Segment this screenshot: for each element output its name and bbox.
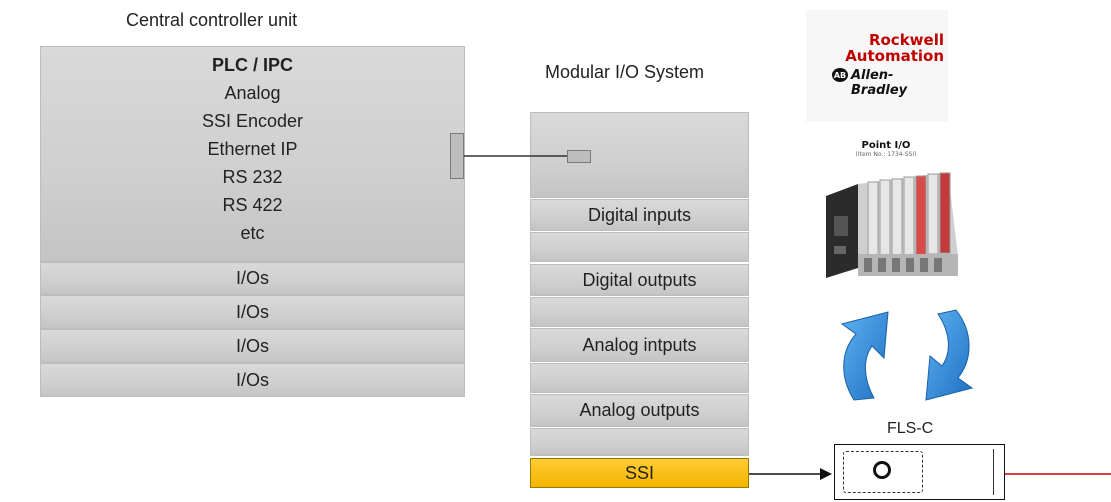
allen-bradley-badge: AB [832,68,848,82]
module-spacer-1 [530,232,749,262]
plc-feature-ethernet-ip: Ethernet IP [207,139,298,159]
module-label: Digital outputs [582,269,697,290]
module-spacer-4 [530,428,749,456]
plc-ipc-box: PLC / IPC Analog SSI Encoder Ethernet IP… [40,46,465,262]
io-row-3: I/Os [40,329,465,363]
plc-feature-etc: etc [240,223,265,243]
plc-feature-rs232: RS 232 [222,167,283,187]
io-head-module [530,112,749,198]
refresh-arrows-icon [840,309,974,401]
io-row-4: I/Os [40,363,465,397]
allen-bradley-text: Allen-Bradley [851,68,908,98]
plc-feature-analog: Analog [224,83,281,103]
module-digital-outputs: Digital outputs [530,264,749,296]
module-label: SSI [624,462,654,483]
plc-title: PLC / IPC [211,55,293,75]
module-label: Analog outputs [579,400,700,420]
io-row-2: I/Os [40,295,465,329]
io-row-label: I/Os [235,268,269,288]
central-controller-title: Central controller unit [126,10,298,30]
plc-features-list: PLC / IPC Analog SSI Encoder Ethernet IP… [41,47,464,247]
module-analog-outputs: Analog outputs [530,394,749,427]
ssi-link-arrowhead [820,468,832,480]
io-row-label: I/Os [235,301,269,322]
modular-io-title: Modular I/O System [545,62,705,82]
point-io-item-number: (Item No.: 1734-SSI) [855,151,917,158]
fls-c-sensor-icon [873,461,891,479]
module-analog-inputs: Analog intputs [530,328,749,362]
fls-c-label: FLS-C [887,420,934,437]
module-spacer-2 [530,297,749,327]
io-row-1: I/Os [40,262,465,295]
module-spacer-3 [530,363,749,393]
module-digital-inputs: Digital inputs [530,199,749,231]
rockwell-logo-line1: Rockwell [868,31,944,49]
point-io-title: Point I/O (Item No.: 1734-SSI) [836,140,936,158]
plc-feature-ssi-encoder: SSI Encoder [201,111,304,131]
io-row-label: I/Os [235,335,269,356]
io-row-label: I/Os [235,369,269,390]
point-io-device-image [826,172,958,278]
fls-c-inner-edge [993,449,998,495]
module-label: Analog intputs [582,334,697,355]
plc-feature-rs422: RS 422 [222,195,283,215]
fls-c-device [834,444,1005,500]
module-ssi: SSI [530,458,749,488]
rockwell-logo: Rockwell Automation AB Allen-Bradley [806,10,948,122]
plc-ethernet-connector [450,133,464,179]
module-label: Digital inputs [587,204,692,225]
fls-c-inner-panel [843,451,923,493]
io-head-connector [567,150,591,163]
rockwell-logo-line2: Automation [845,47,944,65]
